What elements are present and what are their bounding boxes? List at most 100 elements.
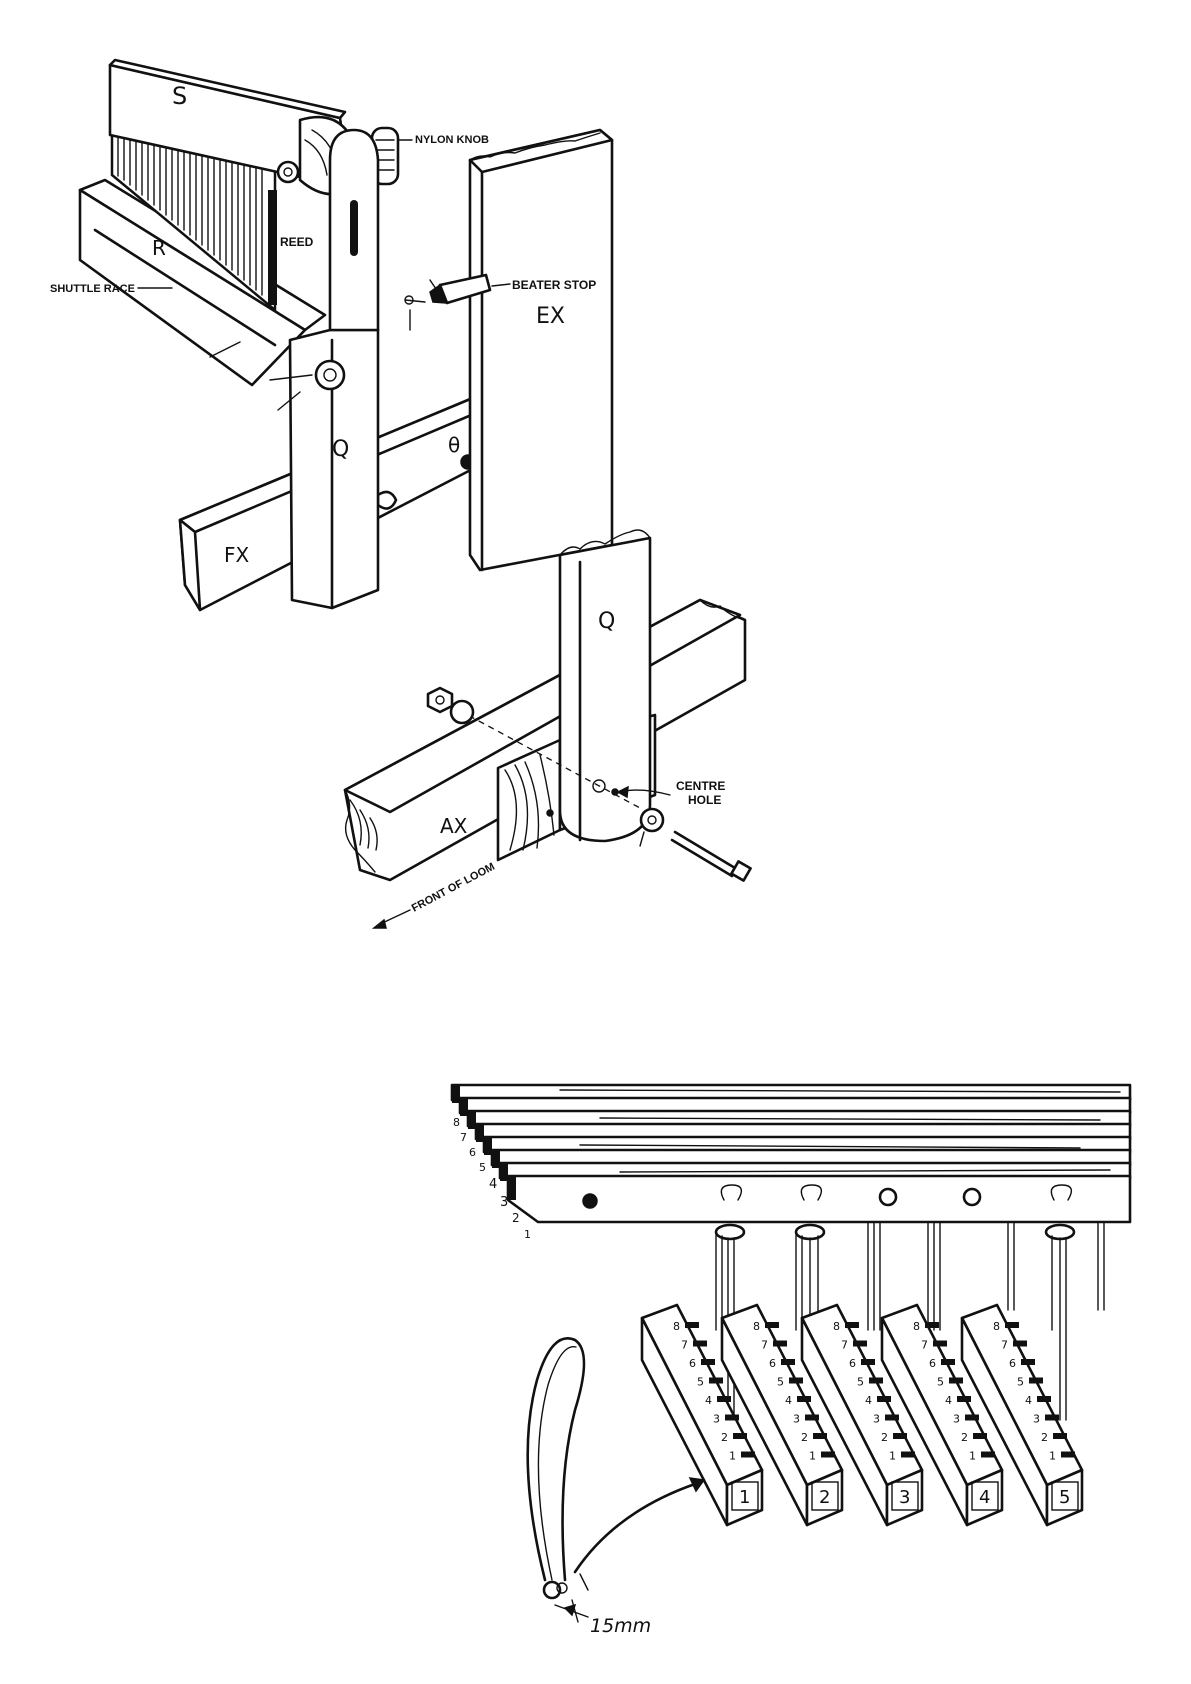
- slot-number: 2: [721, 1431, 728, 1444]
- label-s: S: [172, 82, 187, 110]
- slot-number: 5: [857, 1376, 864, 1389]
- slot-number: 7: [841, 1339, 848, 1352]
- slot-number: 8: [913, 1320, 920, 1333]
- slot-number: 1: [969, 1450, 976, 1463]
- beater-assembly-figure: θ: [50, 60, 612, 610]
- ex-post: [470, 130, 612, 570]
- lever-slot: [901, 1452, 915, 1458]
- slot-number: 3: [713, 1413, 720, 1426]
- measurement-label: 15mm: [590, 1615, 651, 1637]
- slot-number: 6: [689, 1357, 696, 1370]
- slot-number: 1: [729, 1450, 736, 1463]
- slot-number: 3: [793, 1413, 800, 1426]
- lever-slot: [1005, 1322, 1019, 1328]
- slot-number: 4: [945, 1394, 952, 1407]
- lever-slot: [957, 1396, 971, 1402]
- slot-number: 6: [769, 1357, 776, 1370]
- label-ex: EX: [536, 304, 565, 329]
- slot-number: 6: [929, 1357, 936, 1370]
- lever-slot: [1045, 1415, 1059, 1421]
- label-q-middle: Q: [598, 609, 615, 634]
- label-q-top: Q: [332, 437, 349, 462]
- label-front-of-loom: FRONT OF LOOM: [410, 861, 497, 915]
- lever-slot: [733, 1433, 747, 1439]
- lever-slot: [1061, 1452, 1075, 1458]
- lever-slot: [1053, 1433, 1067, 1439]
- lever-slot: [861, 1359, 875, 1365]
- shaft-stack: [452, 1085, 1130, 1222]
- slot-number: 8: [673, 1320, 680, 1333]
- lever-slot: [941, 1359, 955, 1365]
- slot-number: 6: [1009, 1357, 1016, 1370]
- lever-slot: [781, 1359, 795, 1365]
- shaft-number: 5: [479, 1161, 486, 1174]
- label-shuttle-race: SHUTTLE RACE: [50, 283, 135, 295]
- slot-number: 5: [937, 1376, 944, 1389]
- slot-number: 1: [1049, 1450, 1056, 1463]
- slot-number: 3: [873, 1413, 880, 1426]
- slot-number: 4: [705, 1394, 712, 1407]
- label-fx: FX: [224, 543, 250, 567]
- shaft-number: 6: [469, 1146, 476, 1159]
- lever-slot: [965, 1415, 979, 1421]
- lever-number: 1: [739, 1487, 750, 1508]
- lever-number: 3: [899, 1487, 910, 1508]
- slot-number: 2: [881, 1431, 888, 1444]
- lever-number: 4: [979, 1487, 990, 1508]
- slot-number: 5: [1017, 1376, 1024, 1389]
- lever-slot: [925, 1322, 939, 1328]
- slot-number: 6: [849, 1357, 856, 1370]
- slot-number: 4: [1025, 1394, 1032, 1407]
- slot-number: 4: [865, 1394, 872, 1407]
- lever-slot: [933, 1341, 947, 1347]
- slot-number: 8: [753, 1320, 760, 1333]
- pivot-figure: Q AX CENTRE HOLE FRONT OF LOOM: [345, 530, 751, 928]
- slot-number: 1: [809, 1450, 816, 1463]
- slot-number: 7: [761, 1339, 768, 1352]
- lever-slot: [701, 1359, 715, 1365]
- shaft-number: 4: [489, 1177, 497, 1192]
- slot-number: 8: [993, 1320, 1000, 1333]
- label-beater-stop: BEATER STOP: [512, 278, 596, 292]
- slot-number: 3: [1033, 1413, 1040, 1426]
- lever-slot: [765, 1322, 779, 1328]
- slot-number: 3: [953, 1413, 960, 1426]
- lever-slot: [773, 1341, 787, 1347]
- lever-slot: [981, 1452, 995, 1458]
- label-ax: AX: [440, 814, 468, 838]
- slot-number: 4: [785, 1394, 792, 1407]
- lever-slot: [1029, 1378, 1043, 1384]
- lever-group: 1876543212876543213876543214876543215876…: [642, 1305, 1082, 1525]
- lever-slot: [1037, 1396, 1051, 1402]
- lever-slot: [949, 1378, 963, 1384]
- slot-number: 7: [681, 1339, 688, 1352]
- slot-number: 7: [921, 1339, 928, 1352]
- lever-slot: [685, 1322, 699, 1328]
- slot-number: 1: [889, 1450, 896, 1463]
- label-centre-hole-2: HOLE: [688, 793, 721, 807]
- lever-slot: [789, 1378, 803, 1384]
- slot-number: 2: [961, 1431, 968, 1444]
- lever-slot: [853, 1341, 867, 1347]
- lever-slot: [1021, 1359, 1035, 1365]
- shafts-levers-figure: 8 7 6 5 4 3 2 1: [452, 1085, 1130, 1637]
- shaft-number: 8: [453, 1116, 460, 1129]
- shaft-number: 7: [460, 1131, 467, 1144]
- lever-slot: [877, 1396, 891, 1402]
- slot-number: 5: [777, 1376, 784, 1389]
- lever-slot: [813, 1433, 827, 1439]
- label-r: R: [152, 236, 166, 260]
- lever-slot: [797, 1396, 811, 1402]
- shaft-number: 3: [500, 1195, 508, 1210]
- lever-slot: [869, 1378, 883, 1384]
- lever-slot: [973, 1433, 987, 1439]
- lever-slot: [845, 1322, 859, 1328]
- slot-number: 7: [1001, 1339, 1008, 1352]
- lever-slot: [725, 1415, 739, 1421]
- lever-number: 2: [819, 1487, 830, 1508]
- label-centre-hole-1: CENTRE: [676, 779, 725, 793]
- shaft-number: 1: [524, 1228, 531, 1241]
- shaft-number: 2: [512, 1211, 520, 1225]
- lever-slot: [821, 1452, 835, 1458]
